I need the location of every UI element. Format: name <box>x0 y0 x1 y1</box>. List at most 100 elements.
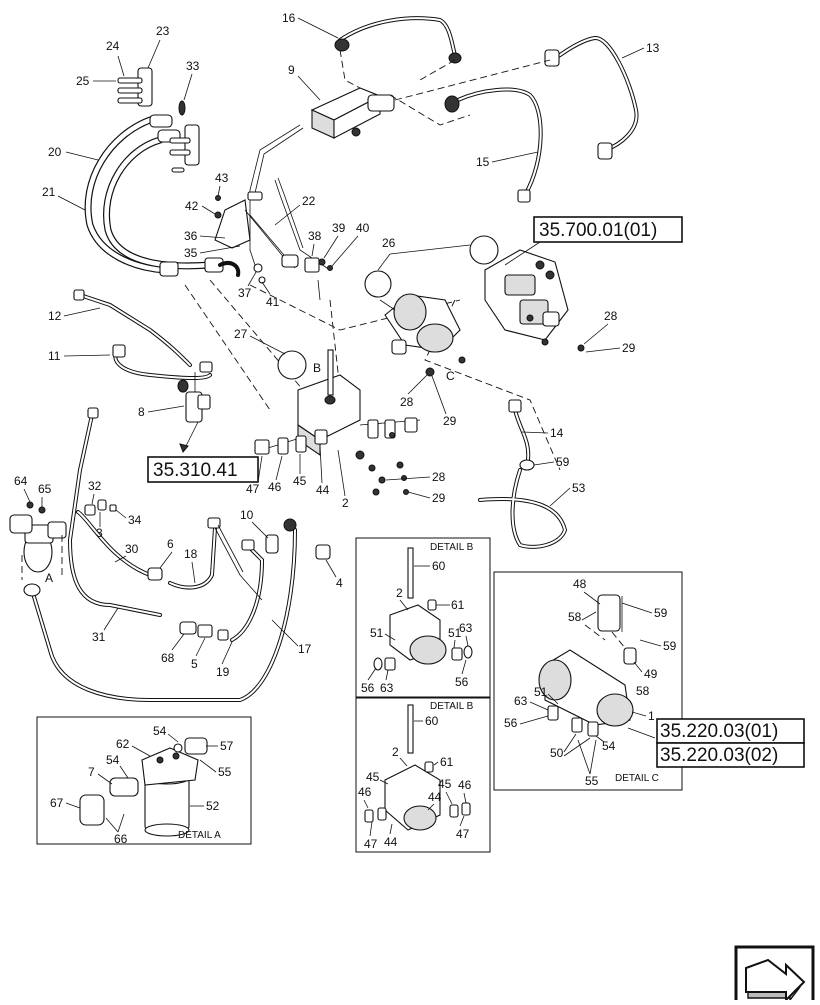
callout-b2-46a: 46 <box>358 785 372 799</box>
callout-a-62: 62 <box>116 737 130 751</box>
tube-19 <box>230 539 265 642</box>
tube-31 <box>67 407 162 617</box>
ref-35-310-41[interactable]: 35.310.41 <box>153 460 238 481</box>
callout-b1-56b: 56 <box>455 675 469 689</box>
detail-b1-frame <box>355 537 491 699</box>
callout-a-55: 55 <box>218 765 232 779</box>
gasket-26-a <box>364 270 392 298</box>
detail-c-title: DETAIL C <box>615 773 659 784</box>
callout-36: 36 <box>184 229 198 243</box>
callout-26: 26 <box>382 236 396 250</box>
detail-b2-title: DETAIL B <box>430 701 474 712</box>
callout-28c: 28 <box>432 470 446 484</box>
callout-b1-56a: 56 <box>361 681 375 695</box>
callouts-detail-c: 48 58 59 59 49 58 63 51 56 50 54 55 1 <box>504 577 677 788</box>
view-letter-c: C <box>446 369 455 383</box>
callout-b2-47b: 47 <box>456 827 470 841</box>
callout-b1-2: 2 <box>396 586 403 600</box>
detail-a-title: DETAIL A <box>178 830 221 841</box>
callout-29c: 29 <box>432 491 446 505</box>
next-page-arrow-icon[interactable] <box>734 945 815 1005</box>
callouts-main: 16 13 9 15 23 24 25 33 20 21 43 42 22 36… <box>14 11 660 679</box>
callout-c-51: 51 <box>534 685 548 699</box>
callout-16: 16 <box>282 11 296 25</box>
callout-39: 39 <box>332 221 346 235</box>
detail-c-pump <box>538 594 637 737</box>
callout-c-56: 56 <box>504 716 518 730</box>
callout-b2-44-text: 44 <box>384 835 398 849</box>
tube-11 <box>112 344 213 393</box>
callout-68: 68 <box>161 651 175 665</box>
detail-a-frame <box>36 716 252 845</box>
callout-b2-45b: 45 <box>438 777 452 791</box>
callout-42: 42 <box>185 199 199 213</box>
callout-24: 24 <box>106 39 120 53</box>
detail-b1-title: DETAIL B <box>430 542 474 553</box>
callout-b1-51a: 51 <box>370 626 384 640</box>
fitting-10 <box>265 534 279 554</box>
valve-block-9 <box>249 87 395 266</box>
callout-32: 32 <box>88 479 102 493</box>
callout-b2-45a: 45 <box>366 770 380 784</box>
hydraulic-valve-top-right <box>484 249 585 352</box>
fitting-32-3-34 <box>84 499 117 516</box>
callout-a-52: 52 <box>206 799 220 813</box>
callout-34: 34 <box>128 513 142 527</box>
callout-27: 27 <box>234 327 248 341</box>
callout-b1-63b: 63 <box>380 681 394 695</box>
ref-box-2[interactable] <box>147 456 259 483</box>
callout-33: 33 <box>186 59 200 73</box>
callout-11: 11 <box>48 349 61 363</box>
callout-14: 14 <box>550 426 564 440</box>
callout-b1-51b: 51 <box>448 626 462 640</box>
callout-3: 3 <box>96 526 103 540</box>
callout-23: 23 <box>156 24 170 38</box>
callout-a-54a: 54 <box>153 724 167 738</box>
gasket-26-b <box>469 235 499 265</box>
ref-35-220-03-01[interactable]: 35.220.03(01) <box>660 721 778 742</box>
callout-37: 37 <box>238 286 252 300</box>
view-letter-a: A <box>45 571 53 585</box>
callout-31: 31 <box>92 630 106 644</box>
tube-12 <box>73 289 192 367</box>
callouts-detail-b1: 60 2 61 51 51 63 63 56 56 <box>361 559 473 695</box>
callouts-detail-a: 54 62 57 7 54 55 67 52 66 <box>50 724 234 846</box>
callout-c-63: 63 <box>514 694 528 708</box>
callout-b2-46b: 46 <box>458 778 472 792</box>
tube-17 <box>23 518 297 702</box>
callout-13: 13 <box>646 41 660 55</box>
callout-c-49: 49 <box>644 667 658 681</box>
callout-c-58a: 58 <box>568 610 582 624</box>
callout-c-50: 50 <box>550 746 564 760</box>
callout-c-55: 55 <box>585 774 599 788</box>
filter-64-65 <box>9 501 67 580</box>
callout-a-67: 67 <box>50 796 64 810</box>
callout-a-66: 66 <box>114 832 128 846</box>
ref-35-220-03-02[interactable]: 35.220.03(02) <box>660 745 778 766</box>
fitting-4 <box>315 544 331 560</box>
ref-35-700-01-01[interactable]: 35.700.01(01) <box>539 220 657 241</box>
callout-b1-63a: 63 <box>459 621 473 635</box>
callout-c-48: 48 <box>573 577 587 591</box>
callout-28a: 28 <box>604 309 618 323</box>
detail-c-frame <box>493 571 683 791</box>
callout-c-59b: 59 <box>663 639 677 653</box>
ref-box-1[interactable] <box>533 216 683 243</box>
callout-b1-61: 61 <box>451 598 465 612</box>
callout-46: 46 <box>268 480 282 494</box>
callout-b2-2: 2 <box>392 745 399 759</box>
callout-45: 45 <box>293 474 307 488</box>
detail-b2-valve <box>364 704 471 831</box>
callouts-detail-b2: 60 2 61 45 46 45 46 44 47 47 44 <box>358 714 472 851</box>
callout-c-1: 1 <box>648 709 655 723</box>
callout-6: 6 <box>167 537 174 551</box>
detail-a-filter <box>79 737 208 837</box>
callout-29a: 29 <box>622 341 636 355</box>
callout-5: 5 <box>191 657 198 671</box>
callout-b1-60: 60 <box>432 559 446 573</box>
ref-box-4[interactable] <box>656 742 805 768</box>
callout-38: 38 <box>308 229 322 243</box>
hose-20-21 <box>84 116 241 277</box>
fitting-68-5 <box>179 621 229 641</box>
valve-block-b <box>254 349 421 496</box>
